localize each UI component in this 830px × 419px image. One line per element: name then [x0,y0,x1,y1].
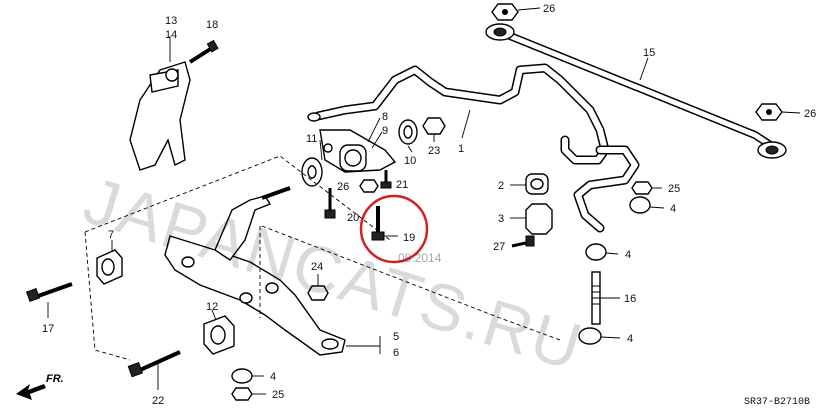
drawing-code: SR37-B2710B [744,397,810,408]
front-direction-arrow: FR. [16,373,64,400]
bolt-19 [371,206,398,241]
callout-14: 14 [165,29,177,41]
callout-27: 27 [493,241,505,253]
callout-11: 11 [306,133,317,145]
callout-2: 2 [498,180,504,192]
nut-26-top [491,3,541,21]
callout-20: 20 [347,212,359,224]
callout-25-right: 25 [668,183,680,195]
callout-13: 13 [165,15,177,27]
nut-26-small [359,179,379,193]
bolt-22 [127,350,181,390]
stabilizer-holder [510,203,553,235]
callout-19: 19 [403,232,415,244]
callout-12: 12 [206,301,218,313]
radius-rod-bushing-bracket [301,117,418,187]
compliance-bushing-7 [96,240,123,285]
callout-8: 8 [382,111,388,123]
callout-15: 15 [643,47,655,59]
callout-22: 22 [152,395,164,407]
knuckle-assembly [129,36,191,171]
stabilizer-bushing [510,173,549,195]
callout-4-bottom: 4 [270,371,276,383]
callout-4-upper: 4 [670,203,676,215]
callout-16: 16 [624,293,636,305]
radius-rod [485,23,787,159]
callout-5: 5 [393,331,399,343]
callout-26-right: 26 [804,108,816,120]
bolt-21 [380,170,392,189]
callout-21: 21 [396,179,408,191]
watermark-date: 08.2014 [398,251,442,265]
bolt-17 [25,282,73,318]
front-direction-label: FR. [46,373,64,385]
stabilizer-bar [307,63,640,233]
callout-24: 24 [311,261,323,273]
callout-26-small: 26 [337,181,349,193]
bolt-27 [511,235,535,248]
nut-25-bottom [231,387,266,401]
bolt-20 [324,188,336,219]
dashed-frame-lower-arm [84,155,561,361]
callout-10: 10 [404,155,416,167]
bushing-12 [203,309,235,355]
callout-6: 6 [393,347,399,359]
callout-25-bottom: 25 [272,389,284,401]
nut-4-bottom [231,368,264,384]
nut-26-right [755,103,801,121]
callout-4-mid: 4 [625,249,631,261]
callout-26-top: 26 [543,3,555,15]
callout-1: 1 [458,143,464,155]
bolt-18 [188,39,219,64]
callout-23: 23 [428,145,440,157]
callout-17: 17 [42,323,54,335]
nut-23 [422,117,446,142]
stabilizer-link [578,181,665,345]
callout-3: 3 [498,213,504,225]
callout-9: 9 [382,125,388,137]
lower-arm [164,186,381,356]
highlight-circle [359,194,429,264]
callout-4-low: 4 [627,333,633,345]
callout-18: 18 [206,19,218,31]
nut-24 [307,274,329,301]
callout-7: 7 [108,229,114,241]
